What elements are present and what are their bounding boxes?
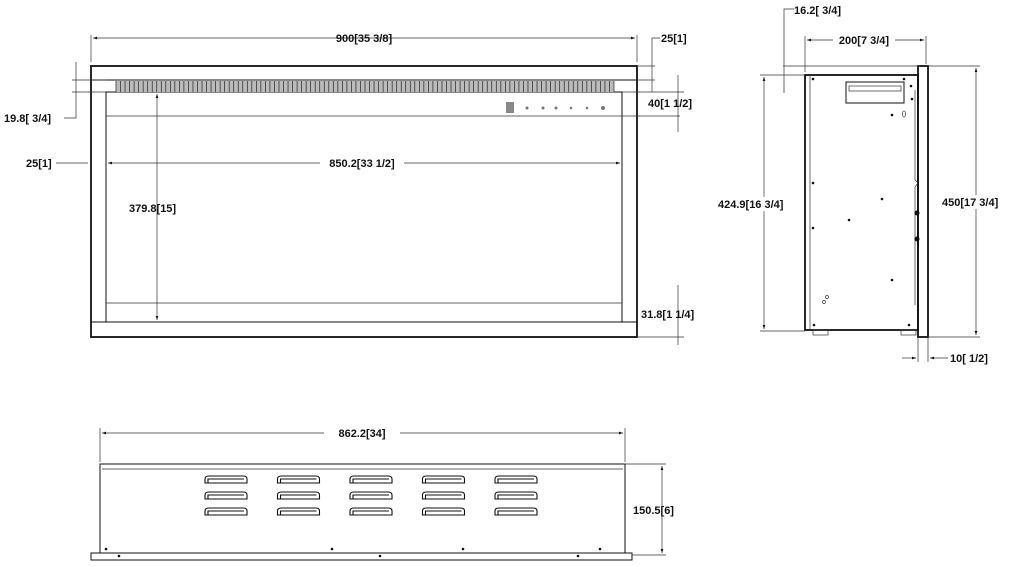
depth-label: 200[7 3/4] [839, 35, 889, 47]
firebox-opening [105, 91, 623, 323]
vent-slot [349, 507, 393, 516]
vent-slot [494, 491, 538, 500]
vent-slot [276, 491, 321, 500]
front-outer-frame [90, 65, 638, 338]
inner-height-label: 379.8[15] [129, 203, 176, 215]
top-view: 862.2[34] 150.5[6] [90, 426, 674, 561]
control-button-icon [541, 106, 545, 110]
control-panel [506, 102, 605, 113]
setback-label: 16.2[ 3/4] [794, 5, 841, 17]
side-body [804, 74, 919, 331]
vent-slot [204, 507, 248, 516]
vent-slot [276, 475, 321, 484]
overall-height-label: 450[17 3/4] [942, 197, 999, 209]
vent-slot [494, 475, 538, 484]
vent-slot [204, 491, 248, 500]
control-button-icon [554, 106, 558, 110]
base-plate [90, 552, 633, 561]
vent-slot [494, 507, 538, 516]
control-button-icon [585, 106, 589, 110]
bottom-strip-label: 31.8[1 1/4] [641, 309, 695, 321]
vent-slot [421, 507, 466, 516]
vent-slot [276, 507, 321, 516]
top-frame-label: 25[1] [661, 33, 687, 45]
side-frame-label: 25[1] [26, 158, 52, 170]
top-width-label: 862.2[34] [338, 428, 385, 440]
control-button-icon [525, 106, 529, 110]
side-view: 16.2[ 3/4] 200[7 3/4] 424.9[16 3/4] 450[… [716, 5, 1014, 365]
body-height-label: 424.9[16 3/4] [718, 199, 784, 211]
top-grille [115, 81, 615, 92]
overall-width-label: 900[35 3/8] [336, 33, 393, 45]
control-strip-label: 40[1 1/2] [648, 98, 692, 110]
vent-slot [204, 475, 248, 484]
front-view: 900[35 3/8] 25[1] 19.8[ 3/4] 40[1 1/2] 2… [4, 33, 695, 345]
frame-thickness-label: 10[ 1/2] [950, 353, 988, 365]
vent-slots [204, 475, 538, 516]
vent-slot [349, 475, 393, 484]
side-vent [845, 81, 905, 104]
power-button-icon [601, 106, 605, 110]
display-icon [506, 102, 514, 113]
vent-slot [349, 491, 393, 500]
top-depth-label: 150.5[6] [633, 505, 674, 517]
vent-slot [421, 475, 466, 484]
vent-slot [421, 491, 466, 500]
front-panel-edge [917, 65, 929, 338]
grille-height-label: 19.8[ 3/4] [4, 113, 51, 125]
control-button-icon [569, 106, 573, 110]
inner-width-label: 850.2[33 1/2] [329, 158, 395, 170]
